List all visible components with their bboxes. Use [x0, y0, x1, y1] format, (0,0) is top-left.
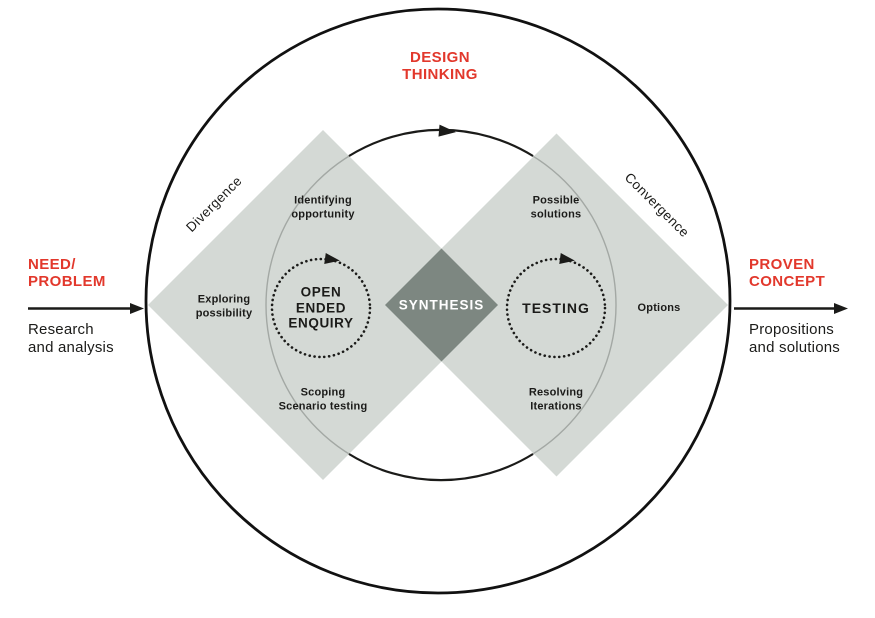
output-arrow-icon [834, 303, 848, 314]
scoping-scenario-label: Scoping Scenario testing [278, 386, 368, 413]
inner-cycle-arc-bottom [348, 453, 534, 482]
enquiry-loop-arrow-icon [324, 253, 340, 264]
testing-loop-arrow-icon [559, 253, 575, 264]
open-ended-enquiry-label: OPEN ENDED ENQUIRY [288, 284, 354, 331]
testing-loop-circle [505, 257, 607, 359]
input-arrow-icon [130, 303, 144, 314]
proven-concept-label: PROVEN CONCEPT [749, 256, 826, 291]
synthesis-diamond-shape [385, 248, 498, 362]
exploring-possibility-label: Exploring possibility [195, 293, 253, 320]
resolving-iterations-label: Resolving Iterations [528, 386, 584, 413]
propositions-solutions-label: Propositions and solutions [749, 321, 840, 357]
divergence-diamond-shape [148, 130, 498, 480]
possible-solutions-label: Possible solutions [530, 194, 582, 221]
synthesis-label: SYNTHESIS [398, 297, 485, 313]
identifying-opportunity-label: Identifying opportunity [291, 194, 355, 221]
need-problem-label: NEED/ PROBLEM [28, 256, 106, 291]
options-label: Options [637, 301, 681, 314]
convergence-diamond-shape [385, 133, 728, 477]
testing-label: TESTING [522, 300, 590, 316]
research-analysis-label: Research and analysis [28, 321, 114, 357]
outer-circle [144, 7, 732, 595]
clockwise-arrow-icon [438, 124, 456, 137]
enquiry-loop-circle [270, 257, 372, 359]
diagram-title: DESIGN THINKING [402, 48, 478, 83]
